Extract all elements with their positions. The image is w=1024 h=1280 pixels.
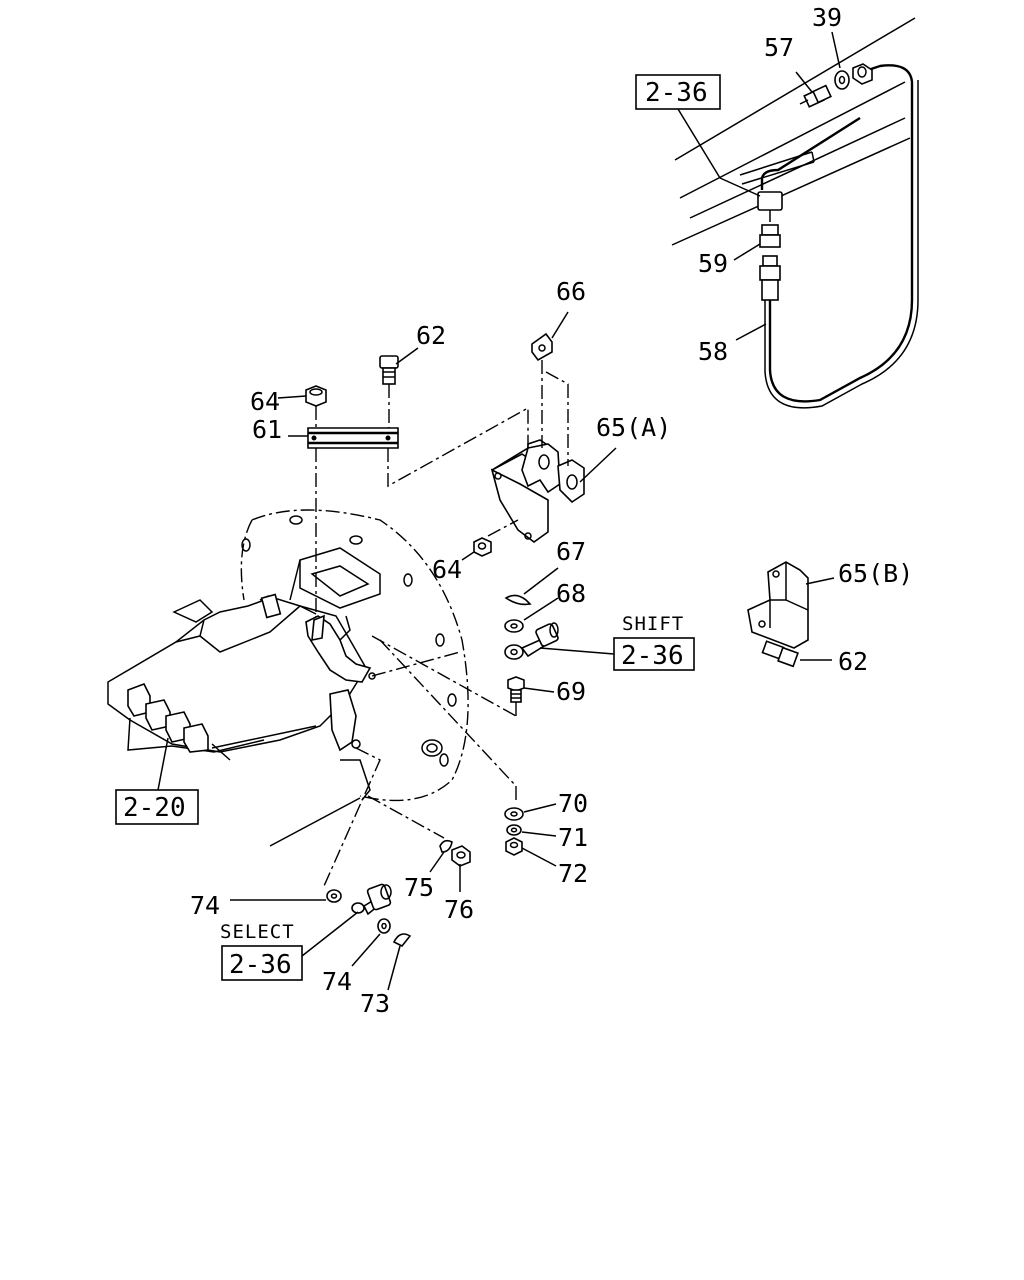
label-74-upper: 74 bbox=[190, 891, 220, 920]
nut-64-top bbox=[305, 385, 327, 428]
clip-75 bbox=[439, 839, 453, 853]
label-39: 39 bbox=[812, 3, 842, 32]
label-74-lower: 74 bbox=[322, 967, 352, 996]
label-72: 72 bbox=[558, 859, 588, 888]
adapter-59 bbox=[759, 224, 781, 248]
washer-70 bbox=[504, 807, 524, 821]
pin-73 bbox=[392, 933, 412, 948]
stud-69 bbox=[507, 676, 525, 716]
label-68: 68 bbox=[556, 579, 586, 608]
hose-rail-fitting bbox=[757, 116, 861, 222]
bolt-62-top bbox=[379, 355, 399, 428]
ref-select-text: 2-36 bbox=[229, 950, 292, 980]
label-75: 75 bbox=[404, 873, 434, 902]
label-64-top: 64 bbox=[250, 387, 280, 416]
label-76: 76 bbox=[444, 895, 474, 924]
label-64-lower: 64 bbox=[432, 555, 462, 584]
plate-61 bbox=[307, 427, 399, 449]
frame-rail-assembly bbox=[671, 17, 919, 409]
shift-cable-end bbox=[504, 622, 559, 660]
clip-67 bbox=[504, 594, 532, 606]
hose-fitting-58 bbox=[759, 255, 781, 301]
label-61: 61 bbox=[252, 415, 282, 444]
washer-39 bbox=[834, 70, 850, 90]
washer-68 bbox=[504, 619, 524, 633]
shift-caption: SHIFT bbox=[622, 613, 684, 635]
label-69: 69 bbox=[556, 677, 586, 706]
ref-box-select bbox=[221, 911, 359, 981]
connector-57 bbox=[799, 84, 832, 108]
hose-end-nut bbox=[852, 63, 873, 85]
nut-72 bbox=[505, 837, 523, 856]
nut-64-lower bbox=[473, 519, 519, 557]
select-cable-end bbox=[351, 883, 392, 916]
washer-74-lower bbox=[377, 918, 391, 934]
washer-74-upper bbox=[326, 889, 342, 903]
label-67: 67 bbox=[556, 537, 586, 566]
nut-76 bbox=[451, 845, 471, 867]
ref-left-text: 2-20 bbox=[123, 793, 186, 823]
label-71: 71 bbox=[558, 823, 588, 852]
label-62-lower: 62 bbox=[838, 647, 868, 676]
label-73: 73 bbox=[360, 989, 390, 1018]
select-caption: SELECT bbox=[220, 921, 295, 943]
ref-shift-text: 2-36 bbox=[621, 641, 684, 671]
label-66: 66 bbox=[556, 277, 586, 306]
ref-top-text: 2-36 bbox=[645, 78, 708, 108]
bolt-62-lower bbox=[761, 640, 799, 668]
label-65b: 65(B) bbox=[838, 559, 913, 588]
label-58: 58 bbox=[698, 337, 728, 366]
ref-box-left bbox=[115, 737, 199, 825]
ref-box-shift bbox=[613, 637, 695, 671]
ref-box-top bbox=[635, 74, 761, 197]
transmission-housing bbox=[107, 509, 469, 847]
lockwasher-71 bbox=[506, 824, 522, 836]
label-59: 59 bbox=[698, 249, 728, 278]
bracket-65b bbox=[747, 561, 809, 649]
bracket-65a bbox=[490, 439, 585, 543]
clip-66 bbox=[531, 332, 569, 466]
label-70: 70 bbox=[558, 789, 588, 818]
label-65a: 65(A) bbox=[596, 413, 671, 442]
label-62-top: 62 bbox=[416, 321, 446, 350]
label-57: 57 bbox=[764, 33, 794, 62]
